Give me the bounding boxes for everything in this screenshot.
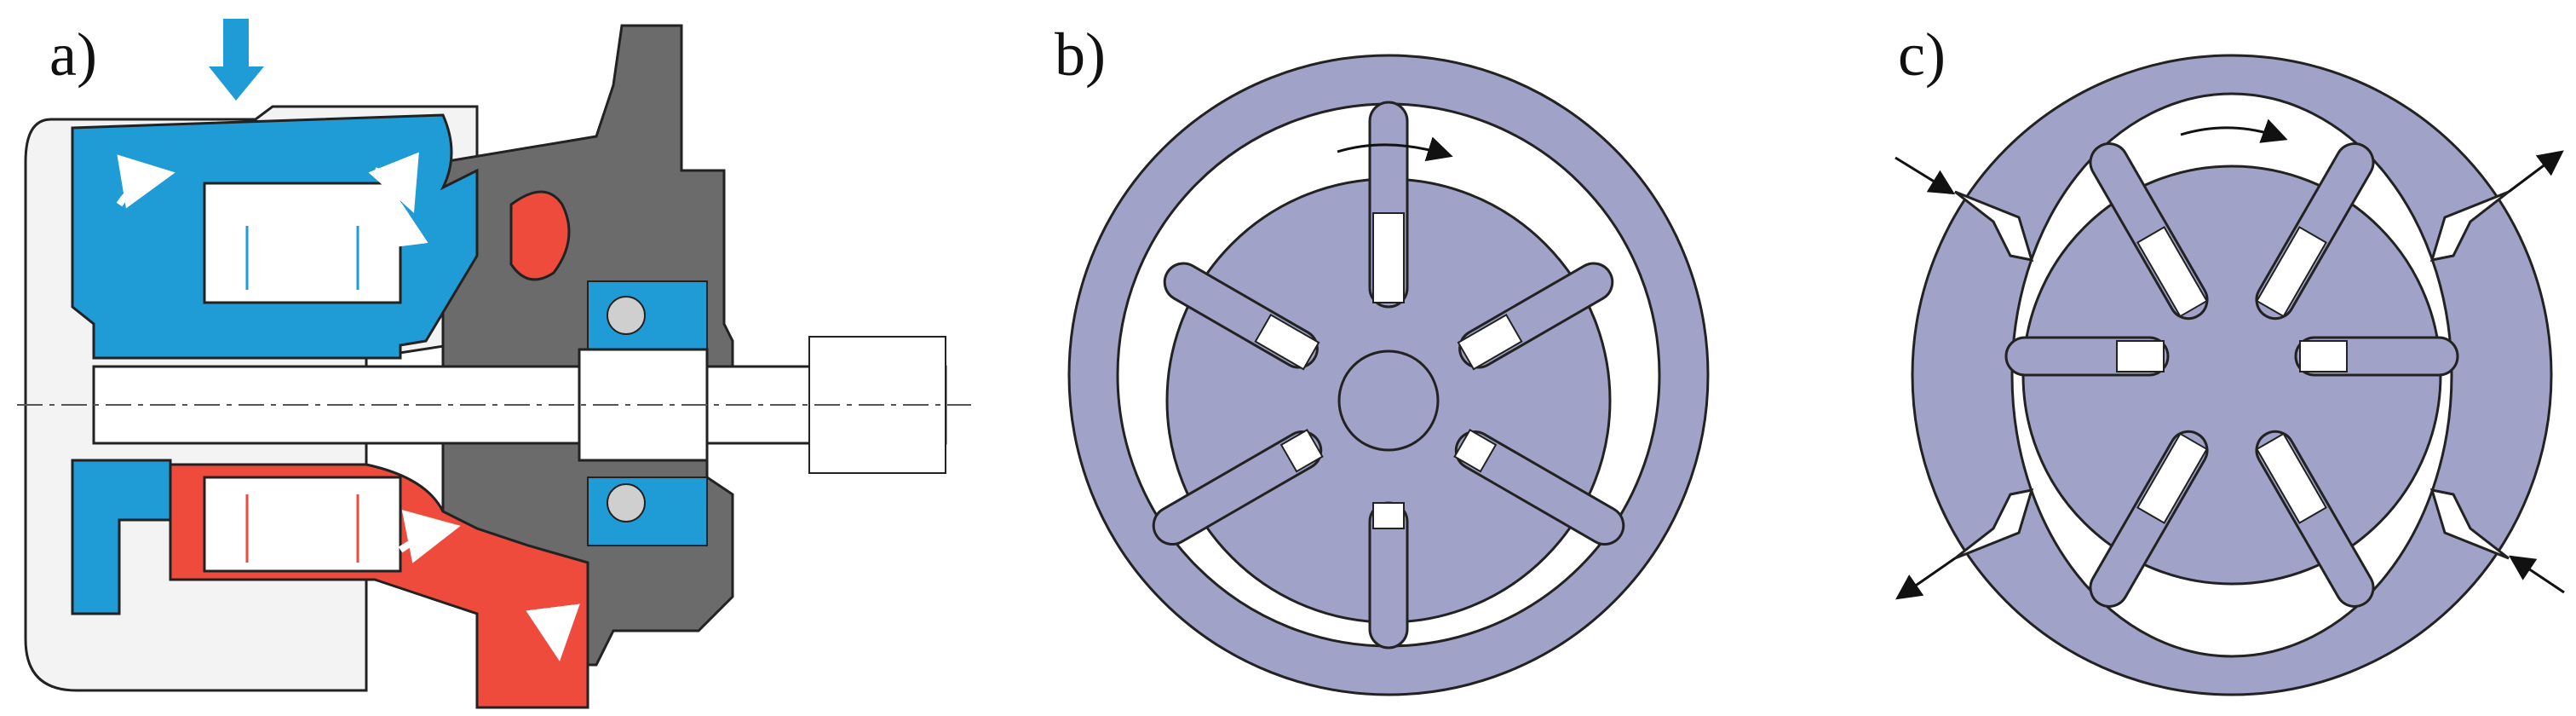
b-rotation-arrow [1337, 136, 1453, 162]
b-vane-lower-left [1152, 429, 1324, 546]
panel-c-balanced-vane-pump [1895, 54, 2565, 696]
b-vane-upper-right [1457, 262, 1614, 371]
c-vane-up-left [2089, 142, 2209, 320]
c-port-lower-left [1954, 488, 2034, 560]
c-vane-down-right [2255, 430, 2375, 608]
c-flow-arrow-out-lower [1895, 557, 1956, 600]
bearing-ball-upper [607, 296, 646, 335]
c-rotation-arrow [2180, 118, 2288, 143]
c-vane-down-left [2089, 430, 2209, 608]
bearing-ball-lower [607, 483, 646, 523]
suction-chamber-lower [71, 459, 172, 615]
bearing-seal-blue [587, 280, 708, 359]
panel-label-b: b) [1055, 20, 1106, 89]
c-flow-arrow-in-lower [2509, 555, 2565, 594]
inlet-arrow-head [209, 66, 264, 101]
cartridge-upper [203, 182, 402, 304]
c-flow-arrow-out-upper [2508, 150, 2564, 193]
cartridge-lower [203, 476, 402, 573]
b-vane-bottom [1368, 501, 1409, 650]
c-port-lower-right [2429, 488, 2510, 560]
pressure-port-red-upper [509, 190, 571, 281]
b-rotor-hub [1337, 349, 1440, 452]
bearing-seal-blue-lower [587, 476, 708, 546]
c-port-upper-left [1954, 190, 2034, 262]
b-vane-lower-right [1453, 429, 1625, 546]
panel-a-cross-section [17, 19, 971, 709]
c-vane-left [2004, 336, 2170, 377]
panel-label-a: a) [49, 20, 97, 89]
c-vane-up-right [2255, 142, 2375, 320]
c-vane-right [2294, 336, 2459, 377]
c-port-upper-right [2429, 190, 2510, 262]
c-flow-arrow-in-upper [1895, 156, 1956, 195]
panel-b-vane-pump [1067, 54, 1710, 696]
inlet-arrow-shaft [223, 19, 249, 70]
b-vane-top [1368, 101, 1409, 309]
panel-label-c: c) [1898, 20, 1946, 89]
b-vane-upper-left [1163, 262, 1320, 371]
